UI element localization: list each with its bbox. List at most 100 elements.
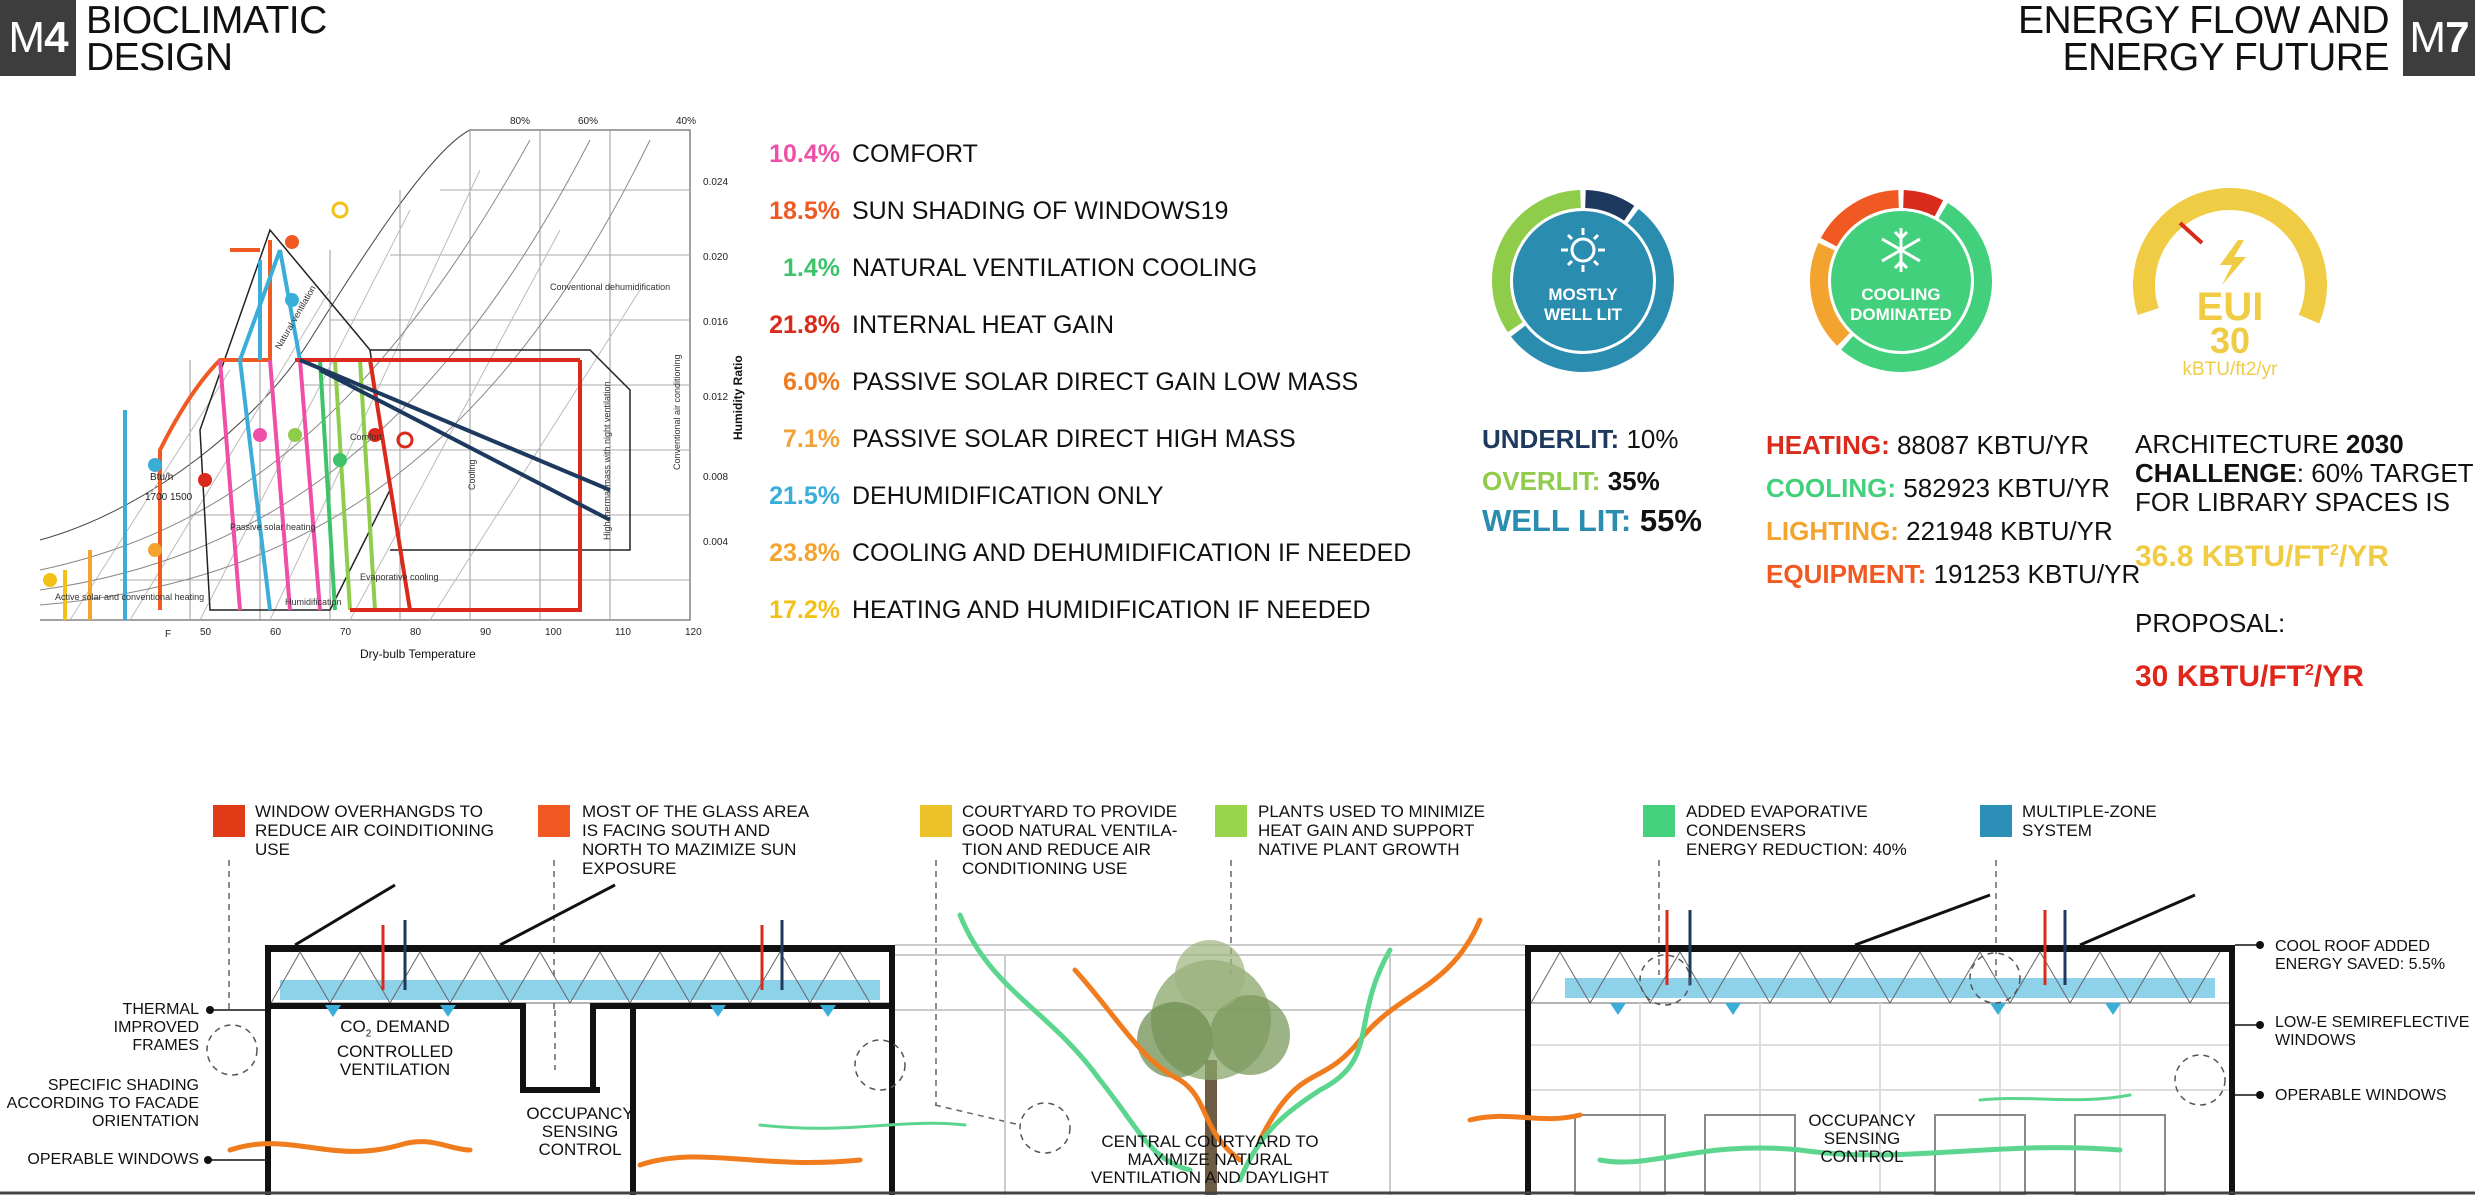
text: 2	[365, 1028, 372, 1040]
overhang	[499, 883, 616, 947]
text: THERMAL IMPROVED	[113, 1001, 199, 1036]
x-tick: 50	[200, 627, 212, 638]
donut-label: MOSTLY	[1548, 285, 1618, 304]
strategy-row: 18.5% SUN SHADING OF WINDOWS19	[765, 191, 1228, 231]
strategy-label: DEHUMIDIFICATION ONLY	[852, 481, 1164, 510]
text: OCCUPANCY	[1808, 1111, 1916, 1130]
courtyard	[895, 940, 1525, 1195]
text: ENERGY SAVED: 5.5%	[2275, 956, 2446, 973]
air-arrow	[637, 1154, 863, 1168]
legend-swatch	[1215, 805, 1247, 837]
dot	[148, 543, 162, 557]
sun-shading-zone	[158, 240, 272, 610]
airflow	[227, 912, 2132, 1183]
header-title-right: ENERGY FLOW AND ENERGY FUTURE	[2017, 0, 2390, 77]
lightning-icon	[2220, 240, 2246, 285]
diffuser-arrows	[325, 1003, 2121, 1017]
donut-segment-well-lit	[1511, 209, 1674, 372]
strategy-row: 7.1% PASSIVE SOLAR DIRECT HIGH MASS	[765, 419, 1296, 459]
legend-swatch	[538, 805, 570, 837]
roof-slab	[1525, 945, 2235, 952]
dehum-zone	[370, 349, 631, 551]
stat-label: OVERLIT:	[1482, 466, 1601, 496]
text: DEMAND	[371, 1017, 450, 1036]
strategy-label: PASSIVE SOLAR DIRECT GAIN LOW MASS	[852, 367, 1359, 396]
cool-roof-label: COOL ROOF ADDED ENERGY SAVED: 5.5%	[2275, 938, 2445, 974]
overhang	[2079, 893, 2196, 947]
cooling-stat: COOLING: 582923 KBTU/YR	[1766, 473, 2110, 504]
air-arrow	[1237, 947, 1393, 1183]
detail-circles	[206, 952, 2226, 1154]
dot	[285, 293, 299, 307]
text: MULTIPLE-ZONE	[2022, 802, 2157, 821]
air-arrow	[227, 1139, 473, 1154]
eui-unit: kBTU/ft2/yr	[2182, 359, 2278, 380]
shading-label: SPECIFIC SHADING ACCORDING TO FACADE ORI…	[0, 1077, 199, 1131]
air-arrow	[1978, 1093, 2132, 1102]
strategy-label: INTERNAL HEAT GAIN	[852, 310, 1115, 339]
tag-number: 7	[2445, 13, 2470, 62]
stat-value: 582923 KBTU/YR	[1903, 473, 2110, 503]
dot	[253, 428, 267, 442]
eui-label: EUI	[2197, 285, 2264, 329]
dot	[288, 428, 302, 442]
legend-text: MOST OF THE GLASS AREA IS FACING SOUTH A…	[582, 802, 809, 878]
legend-text: MULTIPLE-ZONE SYSTEM	[2022, 802, 2157, 840]
proposal-value: 30 KBTU/FT2/YR	[2135, 660, 2364, 694]
x-tick: 80	[410, 627, 422, 638]
zone-label: High thermal mass with night ventilation	[602, 381, 612, 540]
eui-value: 30	[2210, 320, 2250, 361]
text: MAXIMIZE NATURAL	[1127, 1150, 1293, 1169]
text: 2	[2330, 542, 2339, 559]
strategy-label: SUN SHADING OF WINDOWS19	[852, 196, 1229, 225]
text: SPECIFIC SHADING	[47, 1077, 199, 1094]
challenge-text: ARCHITECTURE 2030 CHALLENGE: 60% TARGET …	[2135, 430, 2474, 517]
dot	[368, 428, 382, 442]
donut-center	[1831, 211, 1971, 351]
occupancy-left-label: OCCUPANCY SENSING CONTROL	[520, 1105, 640, 1159]
title-line: ENERGY FLOW AND	[2017, 0, 2390, 42]
rh-curve	[39, 139, 591, 591]
strategy-row: 17.2% HEATING AND HUMIDIFICATION IF NEED…	[765, 590, 1370, 630]
strategy-pct: 18.5%	[769, 196, 840, 225]
stat-label: UNDERLIT:	[1482, 424, 1620, 454]
donut-segment-heating	[1902, 190, 1944, 217]
comfort-zone	[218, 359, 322, 611]
text: COURTYARD TO PROVIDE	[962, 802, 1178, 821]
text: ENERGY REDUCTION: 40%	[1686, 840, 1907, 859]
radiant-ceiling	[280, 980, 880, 1000]
rh-tick: 60%	[578, 116, 598, 127]
stat-value: 35%	[1607, 466, 1660, 496]
x-tick: 120	[685, 627, 702, 638]
dot	[396, 431, 414, 449]
loads-donut: COOLING DOMINATED	[1810, 190, 1992, 372]
rh-tick: 40%	[676, 116, 696, 127]
dot	[333, 453, 347, 467]
strategy-label: COMFORT	[852, 139, 978, 168]
chart-grid	[39, 129, 691, 621]
tree	[1137, 940, 1290, 1195]
strategy-zones	[63, 240, 611, 620]
rh-tick: 80%	[510, 116, 530, 127]
operable-windows-right: OPERABLE WINDOWS	[2275, 1087, 2447, 1104]
x-tick: 60	[270, 627, 282, 638]
text: USE	[255, 840, 290, 859]
title-line: BIOCLIMATIC	[86, 0, 327, 42]
target-value: 36.8 KBTU/FT2/YR	[2135, 540, 2389, 574]
strategy-pct: 1.4%	[783, 253, 840, 282]
air-arrow	[1072, 967, 1243, 1163]
strategy-pct: 17.2%	[769, 595, 840, 624]
underlit-stat: UNDERLIT: 10%	[1482, 424, 1679, 455]
strategy-pct: 21.8%	[769, 310, 840, 339]
zone-label: Passive solar heating	[230, 522, 316, 532]
evap-zone	[333, 359, 377, 611]
dot	[148, 458, 162, 472]
operable-windows-left: OPERABLE WINDOWS	[27, 1151, 199, 1168]
snowflake-icon	[1881, 228, 1921, 272]
radiant-ceiling	[1565, 978, 2215, 998]
dot	[43, 573, 57, 587]
co2-label: CO2 DEMAND CONTROLLED VENTILATION	[330, 1018, 460, 1079]
text: ACCORDING TO FACADE	[6, 1095, 199, 1112]
zone-label: Conventional dehumidification	[550, 282, 670, 292]
strategy-pct: 6.0%	[783, 367, 840, 396]
